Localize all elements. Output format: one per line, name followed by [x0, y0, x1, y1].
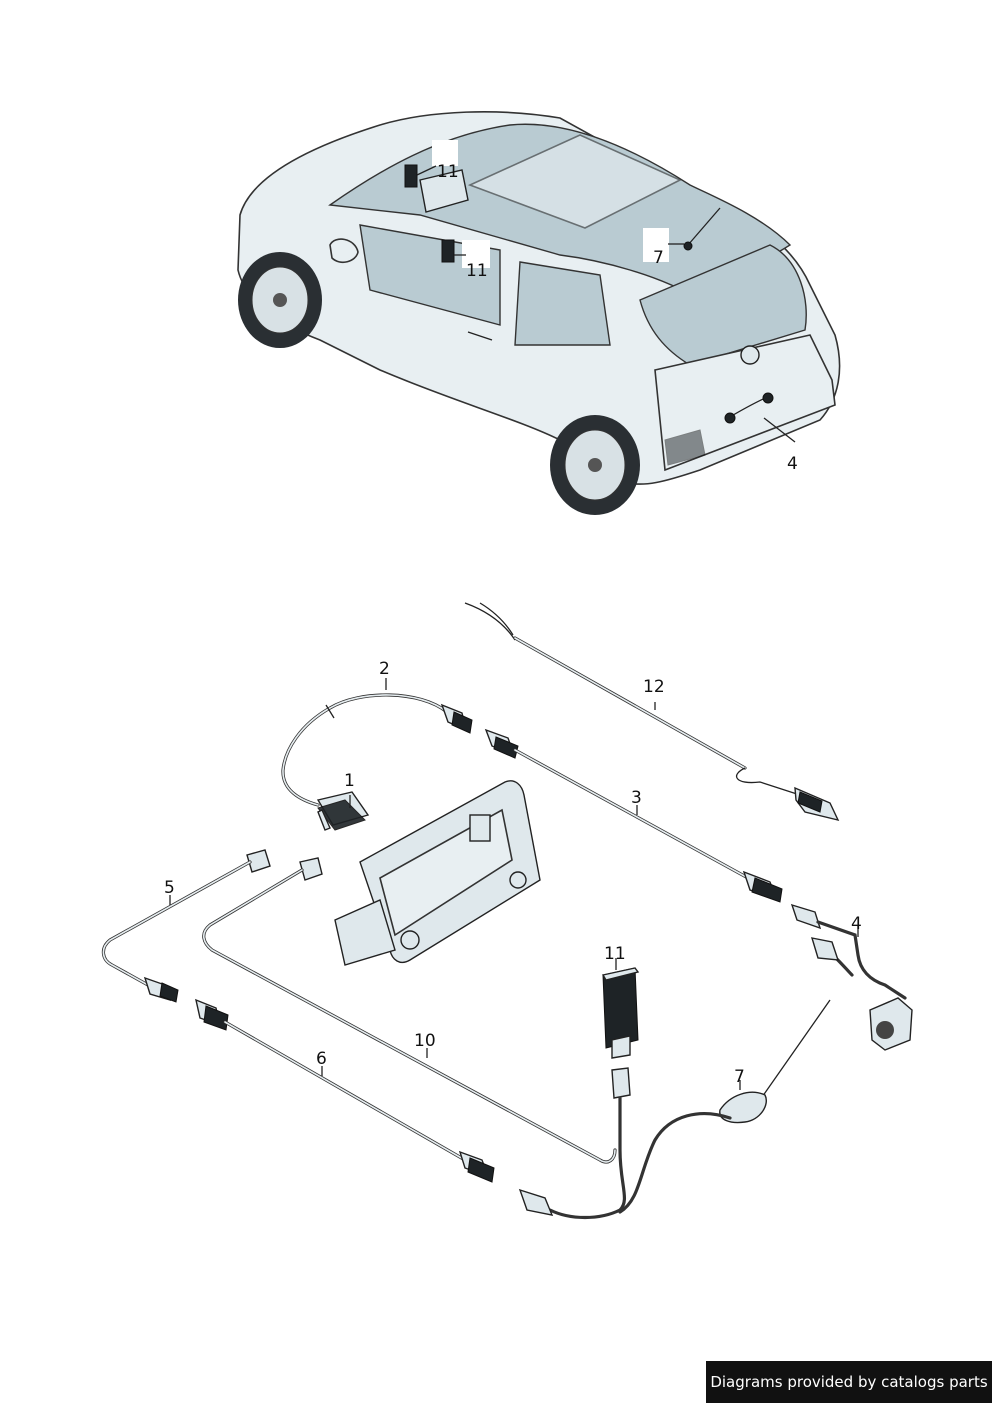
part-5-cable: 5: [101, 849, 271, 1003]
callout-7: 7: [734, 1067, 745, 1087]
callout-7-car: 7: [653, 248, 664, 268]
part-11-module: 11: [601, 944, 640, 1059]
front-wheel: [238, 252, 322, 348]
footer-credit: Diagrams provided by catalogs parts: [706, 1361, 992, 1403]
rear-wheel: [550, 415, 640, 515]
callout-10: 10: [414, 1031, 436, 1051]
radio-bracket: [334, 780, 541, 966]
callout-6: 6: [316, 1049, 327, 1069]
callout-11-car-a: 11: [437, 162, 459, 182]
callout-2: 2: [379, 659, 390, 679]
part-12-antenna-wire: 12: [464, 602, 840, 822]
callout-5: 5: [164, 878, 175, 898]
callout-3: 3: [631, 788, 642, 808]
part-1-connector: 1: [316, 771, 370, 831]
part-4-harness: 4: [790, 903, 913, 1051]
part-7-antenna: 7: [518, 999, 831, 1220]
callout-4-car: 4: [787, 454, 798, 474]
callout-11-car-b: 11: [466, 261, 488, 281]
car-illustration: 11 11 7 4: [237, 111, 841, 515]
callout-1: 1: [344, 771, 355, 791]
part-3-cable: 3: [484, 728, 783, 903]
part-10-cable: 10: [202, 857, 617, 1164]
callout-12: 12: [643, 677, 665, 697]
callout-4: 4: [851, 914, 862, 934]
part-6-cable: 6: [195, 998, 495, 1183]
callout-11: 11: [604, 944, 626, 964]
part-2-cable: 2: [281, 659, 473, 807]
